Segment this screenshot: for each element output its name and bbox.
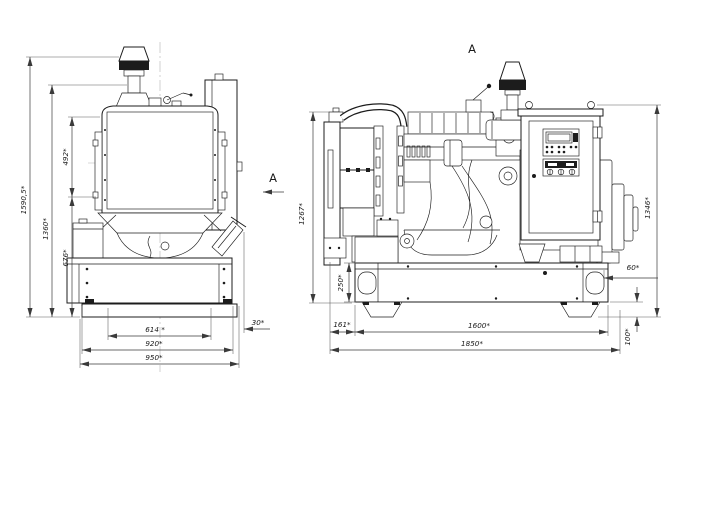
- dim-label-1267: 1267*: [297, 203, 306, 225]
- crank-pulley: [399, 233, 415, 249]
- dim-label-1590: 1590,5*: [19, 185, 28, 214]
- door-knob: [532, 174, 536, 178]
- beacon-lens-side: [499, 61, 526, 81]
- front-battery-box: [72, 218, 104, 259]
- beacon-bracket: [115, 92, 153, 108]
- dim-label-1600: 1600*: [468, 321, 490, 330]
- lifting-eye-left: [525, 101, 533, 109]
- mount-foot-left: [361, 301, 403, 318]
- dim-label-676: 676*: [61, 249, 70, 267]
- base-bottom-plate: [81, 303, 238, 318]
- radiator-bolts: [104, 129, 216, 201]
- cabinet-door: [528, 120, 594, 234]
- side-engine: [354, 83, 523, 264]
- view-direction-label-a: A: [269, 171, 277, 185]
- dim-label-920: 920*: [145, 339, 163, 348]
- dim-label-1360: 1360*: [41, 218, 50, 240]
- controller-display: [542, 128, 580, 157]
- engine-hose: [451, 165, 473, 243]
- dim-label-614: 614 *: [145, 325, 165, 334]
- control-cabinet: [517, 101, 604, 241]
- oil-filter: [498, 166, 518, 186]
- lifting-hole-right: [585, 271, 605, 295]
- side-view-dimensions: 1267* 250* 1346* 60* 100* 161* 1600* 185…: [297, 42, 661, 354]
- front-beacon-light: [115, 46, 153, 108]
- mount-foot-right: [559, 301, 601, 318]
- dim-label-100: 100*: [623, 328, 632, 346]
- beacon-band: [119, 61, 149, 70]
- breaker-panel: [542, 158, 580, 177]
- oil-pan: [403, 229, 498, 256]
- starter: [479, 215, 493, 229]
- front-base-frame: [66, 257, 238, 318]
- radiator-core: [101, 105, 219, 214]
- base-bolts: [85, 267, 226, 299]
- dim-label-250: 250*: [336, 274, 345, 292]
- lifting-hole-left: [357, 271, 377, 295]
- lifting-eye-right: [587, 101, 595, 109]
- front-view-dimensions: 1590,5* 1360* 492* 676* 614 * 920* 950* …: [19, 56, 284, 368]
- dim-label-1850: 1850*: [461, 339, 483, 348]
- front-exhaust-pipe: [211, 216, 247, 257]
- radiator-front-bracket: [323, 237, 347, 259]
- side-base-rail: [354, 262, 609, 318]
- front-radiator: [92, 92, 228, 214]
- beacon-pole: [127, 75, 141, 94]
- dim-label-161: 161*: [333, 320, 351, 329]
- dim-label-30: 30*: [252, 318, 265, 327]
- front-view-drawing: [66, 42, 247, 372]
- dim-label-1346: 1346*: [643, 197, 652, 219]
- side-view-drawing: [323, 61, 639, 318]
- radiator-filler-cap: [328, 111, 344, 123]
- dim-label-60: 60*: [627, 263, 640, 272]
- fuel-filter: [443, 139, 463, 167]
- injection-pump: [403, 159, 431, 183]
- side-beacon-light: [499, 61, 526, 121]
- dim-label-950: 950*: [145, 353, 163, 362]
- dim-label-492: 492*: [61, 148, 70, 166]
- section-label-a: A: [468, 42, 476, 56]
- beacon-lens: [118, 46, 150, 62]
